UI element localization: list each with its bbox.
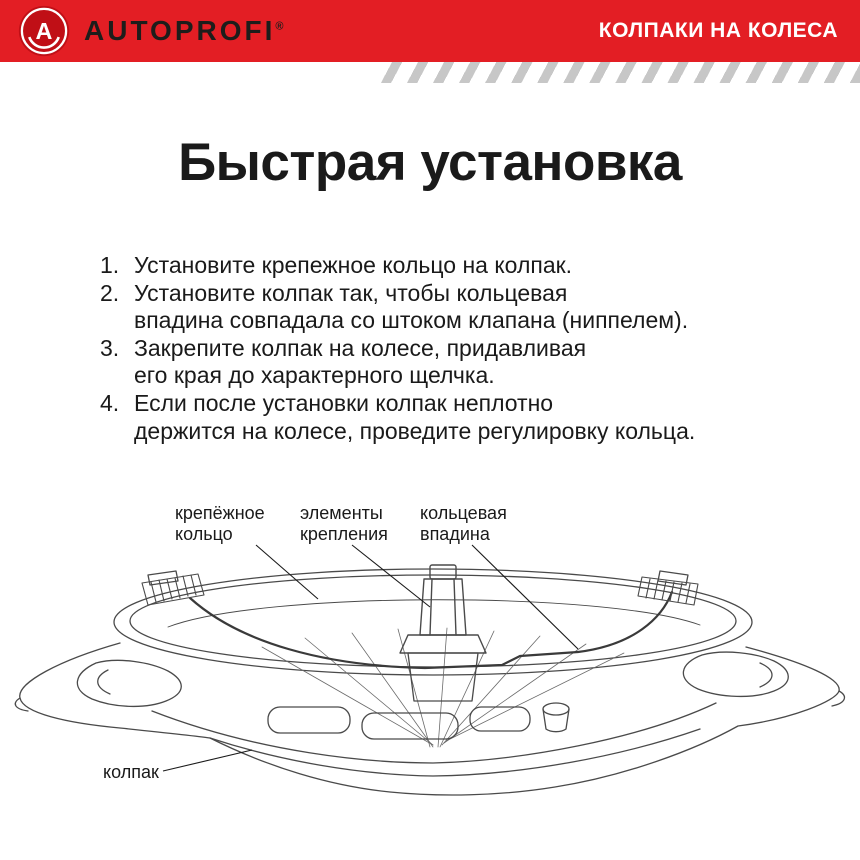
leader-ring [255,544,319,600]
step-number: 1. [100,252,120,278]
step-text: Закрепите колпак на колесе, придавливая … [134,334,587,389]
label-cap: колпак [103,762,159,782]
fastening-ring-wire [188,590,674,670]
step-text: Если после установки колпак неплотно дер… [134,389,696,444]
rim-outer [113,568,753,676]
autoprofi-logo-icon: A [18,5,70,57]
hazard-stripe-ribbon [366,62,860,83]
spokes [261,627,625,748]
leader-groove [471,544,579,650]
vent-slot [361,712,459,740]
hubcap-diagram-section: крепёжное кольцо элементы крепления коль… [0,495,860,860]
brand-name: AUTOPROFI® [84,15,284,47]
vent-slot [469,706,531,732]
banner-title: КОЛПАКИ НА КОЛЕСА [598,19,838,42]
step-text: Установите колпак так, чтобы кольцевая в… [134,279,689,334]
instruction-step: 4. Если после установки колпак неплотно … [100,390,790,445]
leader-cap [162,749,253,772]
label-fastening-elements: элементы крепления [300,503,388,544]
cap-body [19,642,840,796]
spring-right [637,576,699,606]
page-title: Быстрая установка [178,133,682,192]
brand-text: AUTOPROFI [84,15,276,46]
logo-letter: A [36,18,53,44]
step-number: 3. [100,334,120,361]
vent-slot [267,706,351,734]
header-bar: A AUTOPROFI® КОЛПАКИ НА КОЛЕСА [0,0,860,62]
right-pocket [682,651,789,698]
left-pocket [76,659,182,708]
label-ring-groove: кольцевая впадина [420,503,507,544]
instruction-steps: 1. Установите крепежное кольцо на колпак… [100,252,790,445]
valve-stem [542,702,570,733]
spring-left [141,573,205,606]
instruction-step: 2. Установите колпак так, чтобы кольцева… [100,280,790,335]
label-fastening-ring: крепёжное кольцо [175,503,265,544]
registered-mark: ® [275,20,284,33]
leader-lines [162,544,579,772]
leader-fasteners [351,544,431,608]
instruction-step: 3. Закрепите колпак на колесе, придавлив… [100,335,790,390]
fastener-clip [399,564,487,654]
instruction-step: 1. Установите крепежное кольцо на колпак… [100,252,790,280]
step-number: 4. [100,389,120,416]
step-text: Установите крепежное кольцо на колпак. [134,252,573,278]
hubcap-diagram [14,544,846,796]
step-number: 2. [100,279,120,306]
